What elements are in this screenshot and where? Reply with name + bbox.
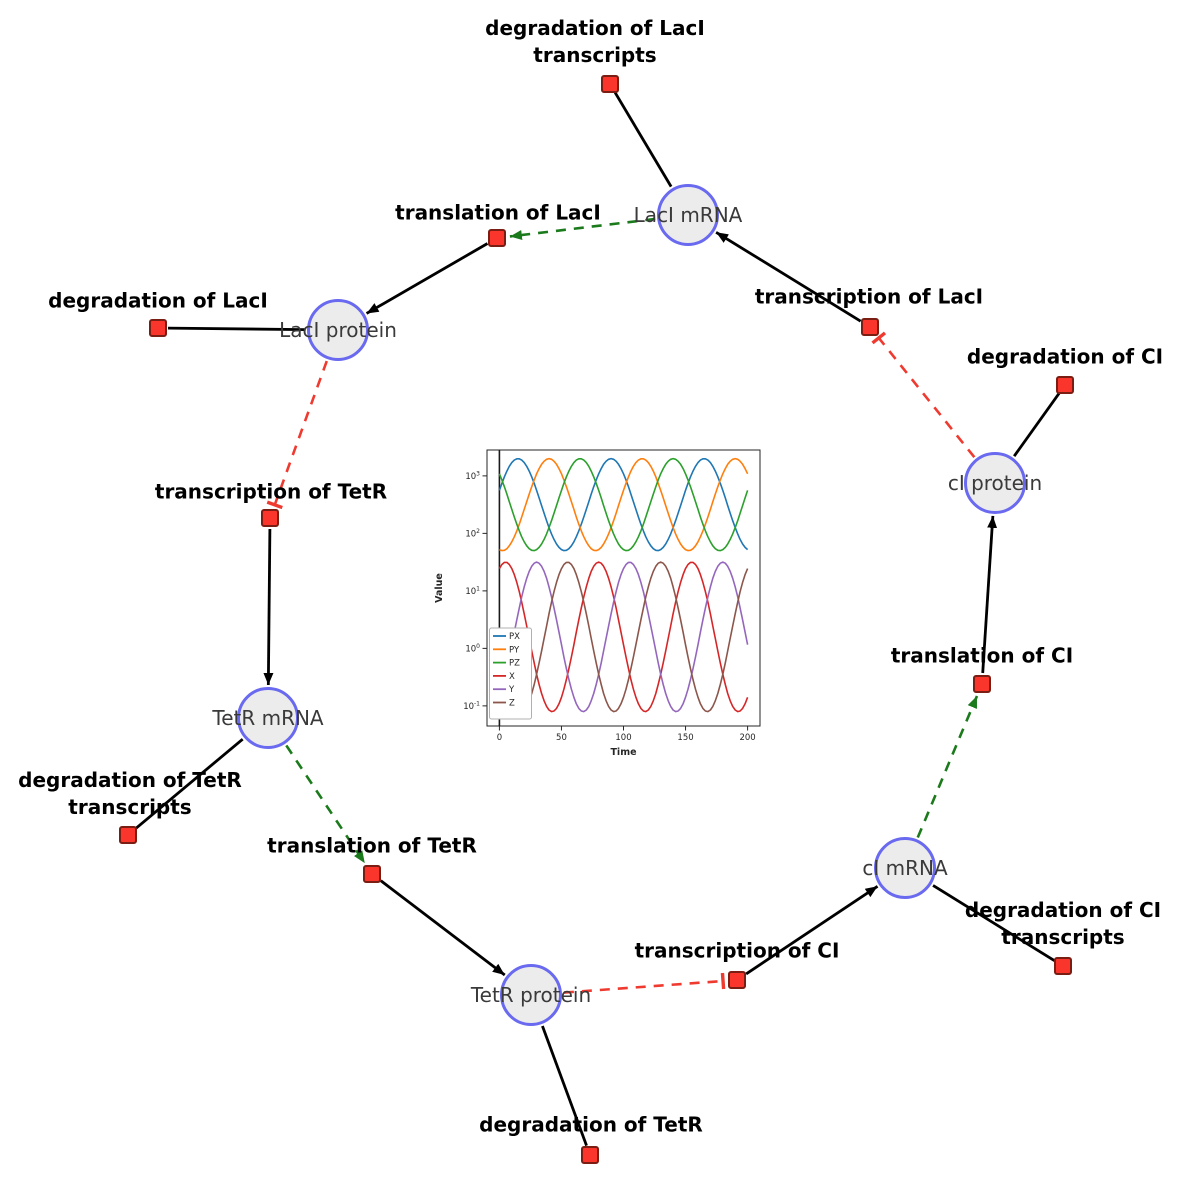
species-label-ci-protein: cI protein <box>947 471 1043 495</box>
species-label-laci-protein: LacI protein <box>279 318 397 342</box>
edge-inhibition-laci-protein-transcription-tetr <box>266 360 328 510</box>
reaction-label-transcription-ci: transcription of CI <box>634 938 840 963</box>
edge-consumption-laci-protein-deg-laci <box>167 326 306 332</box>
edge-consumption-tetr-protein-deg-tetr <box>541 1025 588 1147</box>
reaction-node-deg-laci-transcripts[interactable] <box>601 75 619 93</box>
species-label-ci-mrna: cI mRNA <box>862 856 948 880</box>
edge-production-translation-tetr-tetr-protein <box>379 879 506 977</box>
series-line-PY <box>499 457 749 552</box>
species-node-tetr-protein[interactable] <box>500 964 562 1026</box>
edge-catalysis-ci-mrna-translation-ci <box>916 695 979 839</box>
species-node-ci-protein[interactable] <box>964 452 1026 514</box>
reaction-node-deg-laci[interactable] <box>149 319 167 337</box>
chart-ylabel: Value <box>434 573 445 603</box>
edge-production-transcription-laci-laci-mrna <box>715 231 862 323</box>
time-series-chart: 10-1 100 101 102 103 0 50 100 150 200 PX PY PZ XYZ Tim… <box>434 449 761 758</box>
reaction-label-deg-laci: degradation of LacI <box>48 288 268 313</box>
edge-production-translation-ci-ci-protein <box>981 515 998 674</box>
x-tick-label: 100 <box>615 733 631 743</box>
legend-label-PY: PY <box>509 645 520 655</box>
reaction-node-deg-tetr-transcripts[interactable] <box>119 826 137 844</box>
legend-box <box>489 627 532 720</box>
reaction-node-transcription-ci[interactable] <box>728 971 746 989</box>
reaction-node-translation-ci[interactable] <box>973 675 991 693</box>
edge-catalysis-laci-mrna-translation-laci <box>509 217 656 240</box>
reaction-node-deg-ci[interactable] <box>1056 376 1074 394</box>
legend-label-Y: Y <box>508 685 515 695</box>
y-tick-label: 101 <box>465 585 480 597</box>
edge-consumption-laci-mrna-deg-laci-transcripts <box>613 91 673 188</box>
edge-catalysis-tetr-mrna-translation-tetr <box>285 744 366 864</box>
reaction-label-translation-tetr: translation of TetR <box>267 833 477 858</box>
species-node-ci-mrna[interactable] <box>874 837 936 899</box>
edge-consumption-tetr-mrna-deg-tetr-transcripts <box>134 738 244 830</box>
y-tick-label: 10-1 <box>463 700 480 712</box>
legend-label-PZ: PZ <box>509 659 520 669</box>
reaction-label-translation-laci: translation of LacI <box>395 200 601 225</box>
species-node-laci-protein[interactable] <box>307 299 369 361</box>
series-line-Y <box>498 561 749 713</box>
reaction-label-deg-tetr-transcripts: degradation of TetR transcripts <box>18 768 242 819</box>
reaction-node-translation-tetr[interactable] <box>363 865 381 883</box>
edge-inhibition-tetr-protein-transcription-ci <box>563 972 726 994</box>
reaction-label-transcription-tetr: transcription of TetR <box>154 479 388 504</box>
reaction-node-deg-ci-transcripts[interactable] <box>1054 957 1072 975</box>
reaction-node-deg-tetr[interactable] <box>581 1146 599 1164</box>
reaction-label-deg-laci-transcripts: degradation of LacI transcripts <box>485 16 705 67</box>
x-tick-label: 200 <box>739 733 755 743</box>
chart-xlabel: Time <box>610 747 636 758</box>
series-line-X <box>498 561 749 713</box>
species-node-laci-mrna[interactable] <box>657 184 719 246</box>
series-line-Z <box>498 561 749 713</box>
reaction-label-translation-ci: translation of CI <box>890 643 1074 668</box>
y-tick-label: 103 <box>465 470 480 482</box>
reaction-label-deg-ci: degradation of CI <box>966 344 1164 369</box>
series-line-PX <box>498 457 749 552</box>
species-label-tetr-protein: TetR protein <box>470 983 592 1007</box>
x-tick-label: 50 <box>556 733 567 743</box>
edge-consumption-ci-mrna-deg-ci-transcripts <box>932 884 1056 962</box>
y-tick-label: 100 <box>465 643 480 655</box>
legend-label-PX: PX <box>509 632 520 642</box>
edge-inhibition-ci-protein-transcription-laci <box>871 331 976 459</box>
reaction-node-transcription-laci[interactable] <box>861 318 879 336</box>
edge-production-translation-laci-laci-protein <box>365 242 489 315</box>
series-line-PZ <box>498 457 749 552</box>
reaction-label-deg-ci-transcripts: degradation of CI transcripts <box>964 898 1162 949</box>
reaction-node-transcription-tetr[interactable] <box>261 509 279 527</box>
x-tick-label: 0 <box>497 733 502 743</box>
edge-production-transcription-tetr-tetr-mrna <box>263 528 274 686</box>
edge-production-transcription-ci-ci-mrna <box>745 885 879 976</box>
legend-label-X: X <box>509 672 515 682</box>
species-node-tetr-mrna[interactable] <box>237 687 299 749</box>
legend-label-Z: Z <box>509 699 515 709</box>
reaction-label-transcription-laci: transcription of LacI <box>754 284 984 309</box>
species-label-tetr-mrna: TetR mRNA <box>212 706 324 730</box>
y-tick-label: 102 <box>465 528 480 540</box>
species-label-laci-mrna: LacI mRNA <box>633 203 743 227</box>
reaction-label-deg-tetr: degradation of TetR <box>479 1112 703 1137</box>
reaction-node-translation-laci[interactable] <box>488 229 506 247</box>
edge-consumption-ci-protein-deg-ci <box>1013 392 1061 457</box>
x-tick-label: 150 <box>677 733 693 743</box>
